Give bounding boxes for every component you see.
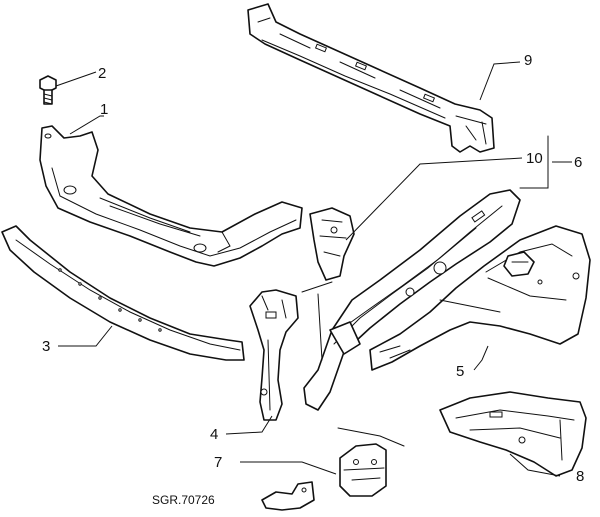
callout-9: 9	[524, 52, 532, 69]
part-2-bolt	[39, 75, 57, 105]
part-4-vertical-support	[249, 289, 299, 421]
callout-2: 2	[98, 65, 106, 82]
callout-8: 8	[576, 468, 584, 485]
callout-3: 3	[42, 338, 50, 355]
callout-6: 6	[574, 154, 582, 171]
callout-10: 10	[526, 150, 543, 167]
part-10-bracket	[309, 207, 355, 281]
part-8-inner-arch	[439, 391, 587, 477]
part-3-bumper-beam	[1, 225, 245, 361]
part-1-lower-frame	[39, 125, 303, 267]
callout-7: 7	[214, 454, 222, 471]
callout-4: 4	[210, 426, 218, 443]
assembly-guide-lines	[301, 135, 549, 447]
reference-code: SGR.70726	[152, 493, 215, 507]
callout-5: 5	[456, 363, 464, 380]
part-7-mount-bracket	[339, 443, 387, 497]
part-9-upper-crossmember	[247, 3, 495, 153]
part-6-side-member	[303, 189, 521, 411]
leader-lines	[55, 61, 572, 477]
part-small-hinge	[261, 481, 315, 511]
callout-1: 1	[100, 101, 108, 118]
part-5-wheel-arch	[369, 225, 591, 371]
